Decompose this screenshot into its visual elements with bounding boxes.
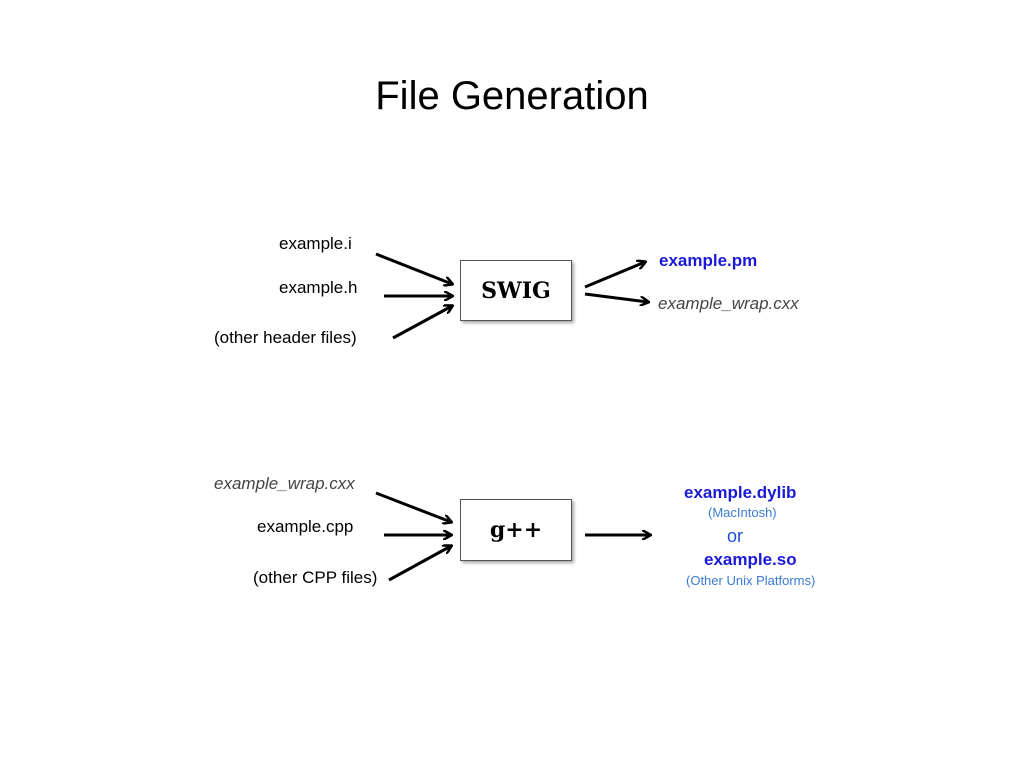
output-unix-note: (Other Unix Platforms) — [686, 573, 816, 588]
input-example-cpp: example.cpp — [257, 517, 354, 536]
swig-box: SWIG — [460, 260, 572, 321]
swig-box-label: SWIG — [481, 277, 551, 304]
output-example-dylib: example.dylib — [684, 483, 797, 502]
slide-title: File Generation — [375, 74, 649, 118]
output-example-so: example.so — [704, 550, 797, 569]
input-example-i: example.i — [279, 234, 352, 253]
arrow-swig-to-pm — [584, 262, 645, 289]
or-label: or — [727, 526, 744, 546]
output-example-wrap-cxx: example_wrap.cxx — [658, 294, 799, 313]
input-other-header-files: (other header files) — [214, 328, 357, 347]
input-example-h: example.h — [279, 278, 358, 297]
arrow-other-cpp-to-gpp — [388, 546, 451, 582]
arrow-wrap-to-gpp — [375, 491, 451, 522]
gpp-box: g++ — [460, 499, 572, 561]
input-other-cpp-files: (other CPP files) — [253, 568, 378, 587]
arrow-other-headers-to-swig — [392, 306, 452, 340]
arrow-example-i-to-swig — [375, 252, 452, 284]
output-macintosh-note: (MacIntosh) — [708, 505, 777, 520]
gpp-box-label: g++ — [489, 517, 543, 543]
input-example-wrap-cxx: example_wrap.cxx — [214, 474, 355, 493]
output-example-pm: example.pm — [659, 251, 758, 270]
arrow-swig-to-wrap — [584, 292, 648, 302]
